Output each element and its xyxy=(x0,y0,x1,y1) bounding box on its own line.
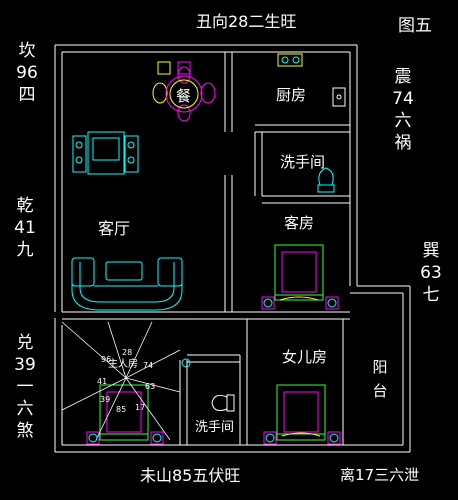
bottom-right-label: 离17三六泄 xyxy=(340,466,420,484)
guest-room-label: 客房 xyxy=(284,214,315,232)
daughter-room-label: 女儿房 xyxy=(282,348,328,366)
dining-table xyxy=(152,61,216,122)
upper-bathroom-label: 洗手间 xyxy=(280,153,326,171)
walls xyxy=(54,44,411,453)
compass-number: 41 xyxy=(97,377,108,386)
kitchen-sink xyxy=(332,87,346,107)
compass-number: 39 xyxy=(100,395,111,404)
kitchen-label: 厨房 xyxy=(276,86,307,104)
kitchen-stove xyxy=(277,53,303,67)
lower-bathroom-label: 洗手间 xyxy=(195,420,235,435)
compass-number: 96 xyxy=(101,355,112,364)
living-room-label: 客厅 xyxy=(98,219,131,238)
compass-number: 63 xyxy=(145,382,156,391)
top-orientation-label: 丑向28二生旺 xyxy=(196,12,297,31)
compass-lines xyxy=(61,321,181,441)
guest-bed xyxy=(261,244,339,310)
sofa xyxy=(71,257,183,311)
daughter-bed xyxy=(263,384,341,445)
master-room-label: 主人房 xyxy=(108,359,138,370)
lower-toilet xyxy=(211,394,235,412)
compass-number: 74 xyxy=(143,361,154,370)
figure-label: 图五 xyxy=(398,16,432,36)
dining-label: 餐 xyxy=(176,87,192,105)
bottom-orientation-label: 未山85五伏旺 xyxy=(140,466,241,485)
compass-number: 28 xyxy=(122,348,133,357)
tv-cabinet xyxy=(72,131,139,175)
compass-number: 85 xyxy=(116,405,127,414)
master-bed xyxy=(86,384,164,445)
balcony-label: 阳台 xyxy=(372,358,388,400)
compass-number: 17 xyxy=(135,403,146,412)
cross-markers xyxy=(88,298,339,443)
upper-toilet xyxy=(317,167,335,193)
